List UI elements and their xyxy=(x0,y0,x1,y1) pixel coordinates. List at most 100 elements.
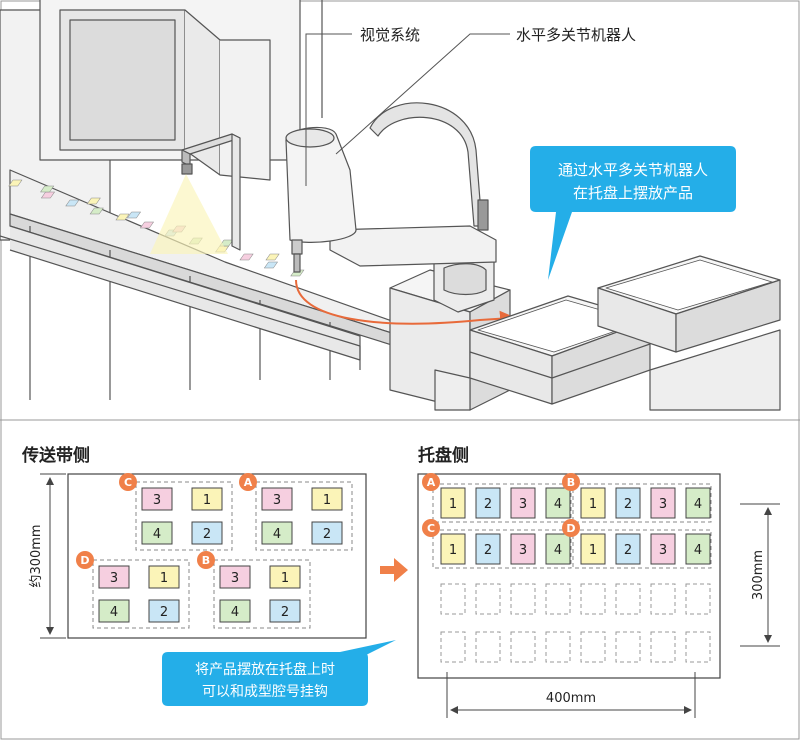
conveyor-group-b: 3 1 4 2 B xyxy=(197,551,311,629)
svg-text:4: 4 xyxy=(554,543,562,558)
cavity-cell-2: 2 xyxy=(475,533,501,565)
group-badge-d: D xyxy=(562,519,580,537)
svg-text:4: 4 xyxy=(110,605,118,620)
conveyor-belt xyxy=(0,169,441,400)
conveyor-group-d: 3 1 4 2 D xyxy=(76,551,190,629)
group-badge-c: C xyxy=(119,473,137,491)
empty-slot xyxy=(545,583,571,615)
svg-text:4: 4 xyxy=(694,543,702,558)
tray-stack-back xyxy=(597,255,781,353)
empty-slot xyxy=(685,583,711,615)
svg-text:A: A xyxy=(427,476,436,489)
svg-text:3: 3 xyxy=(659,543,667,558)
svg-text:B: B xyxy=(202,554,210,567)
callout-top: 通过水平多关节机器人 在托盘上摆放产品 xyxy=(530,146,736,280)
cavity-cell-1: 1 xyxy=(440,533,466,565)
group-badge-a: A xyxy=(239,473,257,491)
callout-bottom-line-1: 将产品摆放在托盘上时 xyxy=(195,661,335,678)
svg-text:1: 1 xyxy=(203,493,211,508)
empty-slot xyxy=(615,631,641,663)
pick-place-path xyxy=(295,279,516,327)
empty-slot xyxy=(580,631,606,663)
cavity-cell-2: 2 xyxy=(311,521,343,545)
conveyor-side-title: 传送带侧 xyxy=(21,445,90,466)
svg-text:4: 4 xyxy=(694,497,702,512)
cavity-cell-3: 3 xyxy=(510,533,536,565)
svg-text:1: 1 xyxy=(449,497,457,512)
svg-text:4: 4 xyxy=(231,605,239,620)
dim-conveyor-label: 约300mm xyxy=(29,524,44,587)
cavity-cell-1: 1 xyxy=(269,565,301,589)
svg-text:A: A xyxy=(244,476,253,489)
empty-slot xyxy=(580,583,606,615)
svg-text:C: C xyxy=(124,476,132,489)
group-badge-a: A xyxy=(422,473,440,491)
group-badge-c: C xyxy=(422,519,440,537)
cavity-cell-1: 1 xyxy=(191,487,223,511)
empty-slot xyxy=(685,631,711,663)
cavity-cell-4: 4 xyxy=(545,487,571,519)
empty-slot xyxy=(650,631,676,663)
svg-text:C: C xyxy=(427,522,435,535)
svg-text:3: 3 xyxy=(659,497,667,512)
empty-slot xyxy=(440,583,466,615)
svg-text:4: 4 xyxy=(273,527,281,542)
transfer-arrow-icon xyxy=(380,558,408,582)
group-badge-b: B xyxy=(562,473,580,491)
svg-text:1: 1 xyxy=(589,543,597,558)
tray-row-2: 1 2 3 4 1 2 3 4 C D xyxy=(422,519,712,569)
empty-slot xyxy=(510,583,536,615)
svg-text:1: 1 xyxy=(281,571,289,586)
empty-tray-slots xyxy=(440,583,711,663)
group-badge-d: D xyxy=(76,551,94,569)
label-vision-system: 视觉系统 xyxy=(360,26,420,44)
svg-text:3: 3 xyxy=(273,493,281,508)
svg-text:2: 2 xyxy=(624,497,632,512)
svg-text:2: 2 xyxy=(484,497,492,512)
conveyor-group-c: 3 1 4 2 C xyxy=(119,473,233,551)
cavity-cell-4: 4 xyxy=(98,599,130,623)
cavity-cell-1: 1 xyxy=(580,487,606,519)
tray-cells: 1 2 3 4 1 2 3 4 A B 1 2 3 4 1 2 3 4 C D xyxy=(422,473,712,663)
svg-text:2: 2 xyxy=(160,605,168,620)
empty-slot xyxy=(475,583,501,615)
svg-text:3: 3 xyxy=(153,493,161,508)
callout-top-line-1: 通过水平多关节机器人 xyxy=(558,161,708,179)
cavity-cell-2: 2 xyxy=(615,487,641,519)
svg-text:D: D xyxy=(566,522,575,535)
leader-robot xyxy=(335,33,510,155)
svg-text:3: 3 xyxy=(110,571,118,586)
svg-text:2: 2 xyxy=(281,605,289,620)
tray-side-title: 托盘侧 xyxy=(418,445,469,466)
svg-text:4: 4 xyxy=(554,497,562,512)
cavity-cell-4: 4 xyxy=(219,599,251,623)
svg-text:3: 3 xyxy=(231,571,239,586)
molding-machine xyxy=(0,0,301,241)
group-badge-b: B xyxy=(197,551,215,569)
cavity-cell-4: 4 xyxy=(545,533,571,565)
cavity-cell-1: 1 xyxy=(148,565,180,589)
svg-text:4: 4 xyxy=(153,527,161,542)
cavity-cell-2: 2 xyxy=(269,599,301,623)
cavity-cell-4: 4 xyxy=(141,521,173,545)
cavity-cell-3: 3 xyxy=(261,487,293,511)
callout-bottom: 将产品摆放在托盘上时 可以和成型腔号挂钩 xyxy=(162,640,396,706)
leader-vision xyxy=(305,33,352,186)
empty-slot xyxy=(510,631,536,663)
factory-illustration xyxy=(0,0,781,411)
cavity-cell-1: 1 xyxy=(440,487,466,519)
svg-text:2: 2 xyxy=(203,527,211,542)
svg-text:B: B xyxy=(567,476,575,489)
cavity-cell-2: 2 xyxy=(615,533,641,565)
svg-text:3: 3 xyxy=(519,543,527,558)
empty-slot xyxy=(650,583,676,615)
empty-slot xyxy=(440,631,466,663)
vision-camera xyxy=(150,133,241,254)
cavity-cell-3: 3 xyxy=(98,565,130,589)
svg-text:2: 2 xyxy=(624,543,632,558)
callout-bottom-line-2: 可以和成型腔号挂钩 xyxy=(202,684,328,700)
svg-text:1: 1 xyxy=(449,543,457,558)
svg-text:1: 1 xyxy=(160,571,168,586)
